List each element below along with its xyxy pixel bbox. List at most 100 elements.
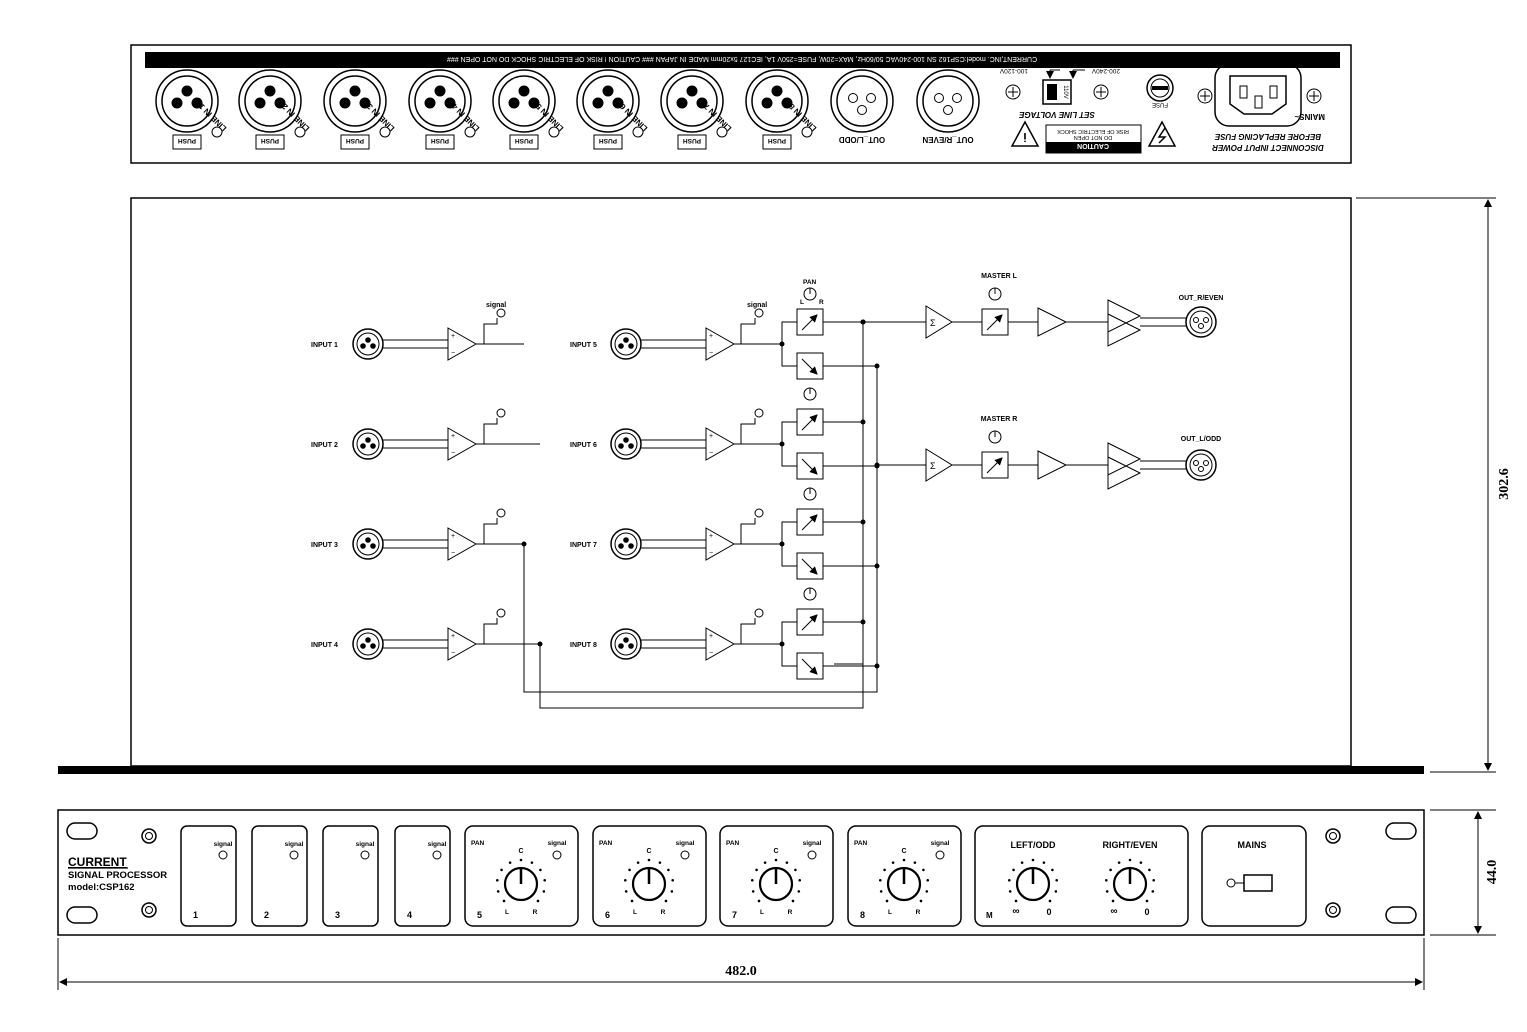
- channel-frame: [592, 825, 707, 927]
- push-label: PUSH: [346, 137, 364, 144]
- xlr-pin: [781, 97, 793, 109]
- knob-tick: [1117, 861, 1121, 864]
- knob-tick: [667, 868, 670, 872]
- pan-split-wire: [741, 621, 797, 667]
- pan-l-label: L: [633, 909, 637, 916]
- caution-text-2: DO NOT OPEN: [1074, 134, 1112, 140]
- screw-icon: [548, 126, 560, 138]
- xlr-pin: [618, 643, 624, 649]
- rear-out-even[interactable]: OUT_R/EVEN: [916, 69, 980, 144]
- xlr-pin: [943, 105, 953, 115]
- xlr-pin: [1198, 323, 1204, 329]
- channel-frame: [322, 825, 379, 927]
- input-wire: [383, 439, 448, 449]
- input-jack: [352, 528, 384, 560]
- pan-label: PAN: [854, 840, 868, 847]
- push-latch[interactable]: [340, 134, 370, 150]
- push-latch[interactable]: [509, 134, 539, 150]
- buffer-amplifier: [1037, 450, 1068, 480]
- voltage-switch[interactable]: [1042, 79, 1072, 105]
- xlr-jack-outline: [408, 69, 472, 133]
- vca-arrow: [801, 314, 818, 331]
- knob-tick: [926, 878, 930, 882]
- knob-tick: [757, 899, 761, 903]
- vca-arrow: [801, 458, 818, 475]
- knob-tick: [519, 858, 523, 862]
- led-wire: [734, 318, 756, 345]
- push-latch[interactable]: [425, 134, 455, 150]
- vca-arrow: [986, 314, 1003, 331]
- knob-tick: [1012, 868, 1015, 872]
- rear-out-odd[interactable]: OUT_L/ODD: [830, 69, 894, 144]
- input-wire: [383, 639, 448, 649]
- knob-tick: [791, 899, 795, 903]
- signal-led: [552, 850, 562, 860]
- xlr-pin: [360, 343, 366, 349]
- input-wire: [383, 539, 448, 549]
- pan-l-label: L: [760, 909, 764, 916]
- led-wire: [734, 518, 756, 545]
- xlr-jack-ring: [161, 75, 213, 127]
- push-latch[interactable]: [255, 134, 285, 150]
- pan-r-label: R: [533, 909, 538, 916]
- info-warning-icon: [1010, 120, 1040, 147]
- fuse-holder[interactable]: [1146, 74, 1174, 102]
- push-latch[interactable]: [677, 134, 707, 150]
- iec-power-inlet[interactable]: [1214, 63, 1302, 127]
- screw-icon: [716, 126, 728, 138]
- xlr-pin: [254, 97, 266, 109]
- xlr-jack-outline: [238, 69, 302, 133]
- knob-tick: [670, 890, 674, 893]
- xlr-pin: [360, 543, 366, 549]
- xlr-pin: [618, 443, 624, 449]
- junction-dot: [779, 641, 785, 647]
- push-latch[interactable]: [593, 134, 623, 150]
- xlr-pin: [370, 343, 376, 349]
- xlr-jack-ring: [666, 75, 718, 127]
- screw-icon: [1093, 84, 1109, 100]
- signal-label: signal: [931, 840, 950, 847]
- xlr-pin: [349, 85, 361, 97]
- push-latch[interactable]: [172, 134, 202, 150]
- screw-icon: [801, 126, 813, 138]
- xlr-pin: [528, 97, 540, 109]
- knob-tick: [1014, 899, 1018, 903]
- push-label: PUSH: [515, 137, 533, 144]
- input-jack: [352, 628, 384, 660]
- xlr-jack-outline: [323, 69, 387, 133]
- mix-wire: [823, 321, 877, 367]
- minus-sign: −: [709, 550, 713, 557]
- push-latch[interactable]: [762, 134, 792, 150]
- xlr-pin: [424, 97, 436, 109]
- front-panel: CURRENT SIGNAL PROCESSOR model:CSP162 si…: [57, 809, 1425, 936]
- xlr-pin: [623, 537, 629, 543]
- output-chain-bottom: Σ: [925, 430, 1217, 490]
- pan-l-label: L: [505, 909, 509, 916]
- sum-amplifier: [925, 448, 953, 482]
- knob-tick: [797, 890, 801, 893]
- power-switch[interactable]: [1243, 874, 1273, 892]
- input-jack: [610, 328, 642, 360]
- plus-sign: +: [451, 433, 455, 440]
- signal-label: signal: [356, 841, 375, 848]
- amplifier-symbol: [705, 627, 736, 661]
- xlr-pin: [686, 85, 698, 97]
- input-wire: [383, 339, 448, 349]
- output-wire: [1140, 460, 1186, 470]
- knob-tick: [630, 899, 634, 903]
- junction-dot: [779, 441, 785, 447]
